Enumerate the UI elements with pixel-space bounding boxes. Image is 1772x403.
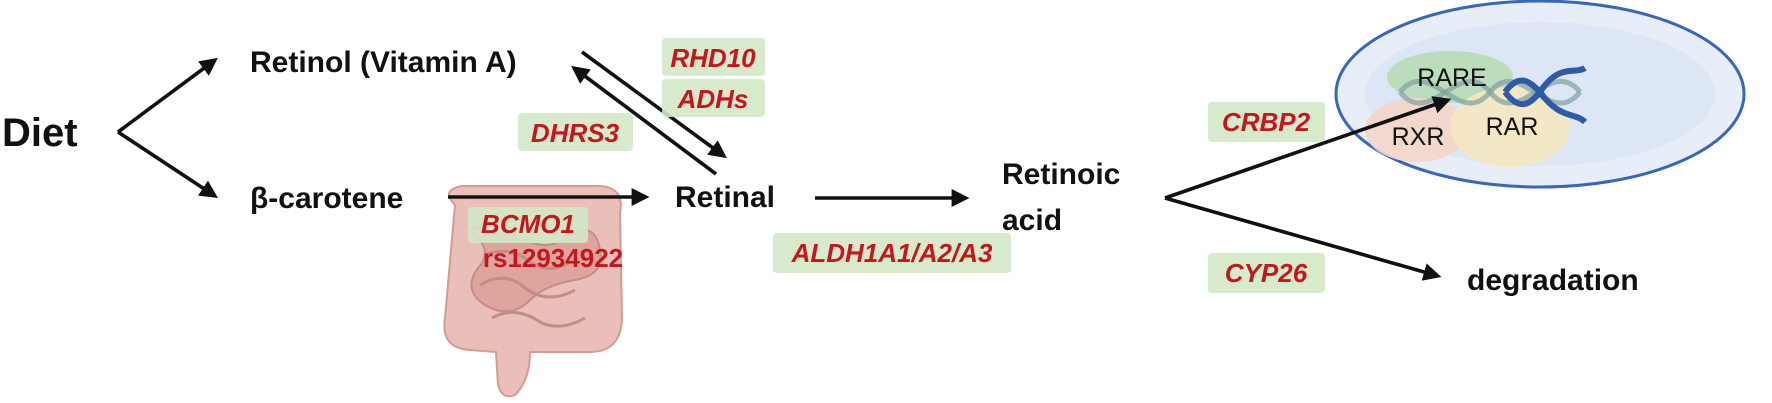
dhrs3-label: DHRS3	[531, 118, 620, 148]
rare-blob	[1387, 51, 1513, 103]
dhrs3-box	[518, 113, 633, 151]
retinol-label: Retinol (Vitamin A)	[250, 46, 517, 79]
rhd10-label: RHD10	[670, 43, 756, 73]
rare-label: RARE	[1417, 64, 1486, 92]
rxr-blob	[1365, 98, 1469, 162]
dna-helix-icon	[1398, 65, 1588, 125]
bcmo1-box	[468, 207, 588, 243]
cyp26-label: CYP26	[1225, 258, 1308, 288]
degradation-label: degradation	[1467, 264, 1639, 297]
retinal-label: Retinal	[675, 181, 775, 214]
rar-blob	[1450, 87, 1570, 167]
retinoic-acid-label-line1: Retinoic	[1002, 158, 1120, 191]
rxr-label: RXR	[1392, 123, 1445, 151]
aldh1a-label: ALDH1A1/A2/A3	[791, 238, 993, 268]
retinoic-acid-label-line2: acid	[1002, 204, 1062, 237]
snp-label: rs12934922	[483, 243, 623, 273]
arrow-diet-to-retinol	[116, 57, 218, 134]
arrow-retinoic-acid-to-degradation	[1164, 196, 1442, 281]
crbp2-box	[1208, 102, 1325, 142]
bcmo1-label: BCMO1	[481, 209, 575, 239]
arrow-retinoic-acid-to-nucleus	[1164, 96, 1452, 200]
arrow-retinal-to-retinol	[571, 65, 718, 176]
adhs-box	[662, 79, 765, 117]
crbp2-label: CRBP2	[1222, 107, 1311, 137]
adhs-label: ADHs	[677, 84, 749, 114]
arrow-retinol-to-retinal	[580, 50, 727, 159]
aldh1a-box	[773, 233, 1011, 273]
nucleus-icon: RARE RXR RAR	[1334, 0, 1746, 189]
rhd10-box	[662, 38, 765, 76]
arrow-diet-to-carotene	[117, 130, 219, 198]
beta-carotene-label: β-carotene	[250, 182, 403, 215]
rar-label: RAR	[1486, 113, 1539, 141]
cyp26-box	[1208, 253, 1325, 293]
diet-label: Diet	[2, 111, 78, 155]
